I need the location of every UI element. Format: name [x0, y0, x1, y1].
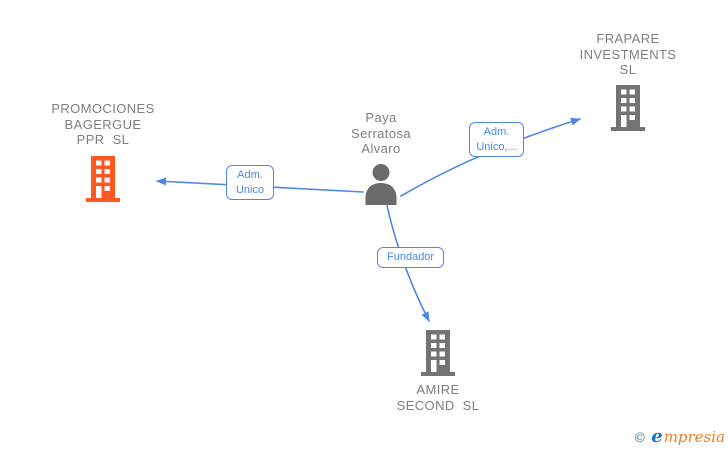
empresia-logo[interactable]: © e mpresia — [633, 426, 725, 447]
company-name: AMIRE SECOND SL — [396, 382, 480, 413]
edge-label-adm-unico[interactable]: Adm. Unico — [226, 165, 274, 200]
node-company-promociones[interactable]: PROMOCIONES BAGERGUE PPR SL — [33, 101, 173, 202]
edge-label-adm-unico-truncated[interactable]: Adm. Unico,... — [469, 122, 524, 157]
company-name: PROMOCIONES BAGERGUE PPR SL — [51, 101, 155, 147]
node-company-amire[interactable]: AMIRE SECOND SL — [368, 330, 508, 413]
building-icon — [418, 330, 458, 376]
company-name: FRAPARE INVESTMENTS SL — [579, 31, 677, 77]
person-name: Paya Serratosa Alvaro — [351, 110, 411, 156]
edge-label-fundador[interactable]: Fundador — [377, 247, 445, 268]
logo-letter-e: e — [651, 426, 663, 447]
person-icon — [363, 163, 399, 205]
node-company-frapare[interactable]: FRAPARE INVESTMENTS SL — [558, 31, 698, 131]
building-icon — [83, 155, 123, 202]
node-person-paya[interactable]: Paya Serratosa Alvaro — [311, 110, 451, 205]
copyright-icon: © — [633, 431, 647, 446]
building-icon — [608, 84, 648, 131]
logo-text: mpresia — [663, 428, 725, 446]
